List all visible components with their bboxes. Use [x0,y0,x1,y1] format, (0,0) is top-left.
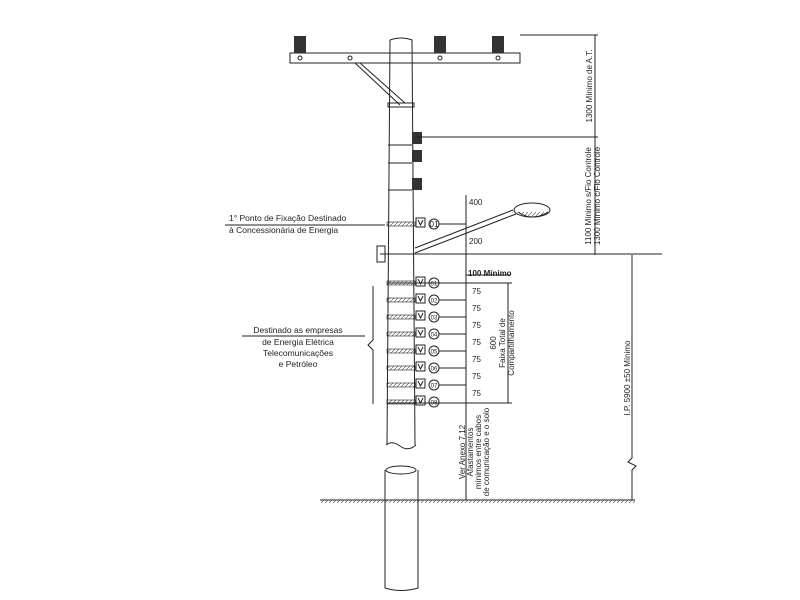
telecom-clamps: 01 02 03 04 05 06 07 08 [386,276,466,408]
point-number: 04 [431,333,438,339]
point-number: 05 [431,350,438,356]
dim-control-2: 1300 Mínimo c/Fio Controle [593,146,602,245]
dim-spacing: 75 [472,389,481,398]
dim-100: 100 Mínimo [468,269,512,278]
street-light [376,202,551,263]
annex-label-4: de comunicação e o solo [482,407,491,496]
dim-spacing: 75 [472,304,481,313]
control-wire-brackets [388,132,422,191]
dim-ip: I.P. 5900 ±50 Mínimo [623,340,632,416]
dimension-lines [320,34,662,503]
dim-total-label-2: Compartilhamento [507,310,516,376]
dim-spacing: 75 [472,287,481,296]
insulator-icon [294,36,504,53]
telecom-clamp: 08 [386,395,440,408]
dim-total-label-1: Faixa Total de [498,318,507,368]
dim-600: 600 [489,336,498,350]
first-point-label-2: à Concessionária de Energia [229,225,338,235]
telecom-clamp: 05 [386,344,466,357]
dim-400: 400 [469,198,483,207]
energy-clamp: 01 [386,217,466,230]
point-number: 01 [430,220,439,229]
dim-at: 1300 Mínimo de A.T. [585,50,594,123]
telecom-clamp: 07 [386,378,466,391]
crossarm [289,52,521,108]
point-number: 03 [431,316,438,322]
dim-spacing: 75 [472,355,481,364]
annex-label-3: mínimos entre cabos [474,415,483,489]
telecom-clamp: 03 [386,310,466,323]
point-number: 06 [431,367,438,373]
telecom-clamp: 06 [386,361,466,374]
dim-spacing: 75 [472,372,481,381]
annex-label-2: Afastamentos [466,428,475,477]
dim-spacing: 75 [472,321,481,330]
telecom-clamp: 04 [386,327,466,340]
point-number: 07 [431,384,438,390]
destined-label-3: Telecomunicações [263,348,333,358]
destined-label-4: e Petróleo [279,359,318,369]
dim-200: 200 [469,237,483,246]
point-number: 01 [431,282,438,288]
point-number: 02 [431,299,438,305]
dim-control-1: 1100 Mínimo s/Fio Controle [584,147,593,245]
pole [384,37,419,591]
first-point-label-1: 1° Ponto de Fixação Destinado [229,213,347,223]
dim-spacing: 75 [472,338,481,347]
destined-label-2: de Energia Elétrica [262,337,334,347]
telecom-clamp: 02 [386,293,466,306]
destined-label-1: Destinado as empresas [253,325,342,335]
annex-label-1: Ver Anexo 7.12 [458,424,467,479]
